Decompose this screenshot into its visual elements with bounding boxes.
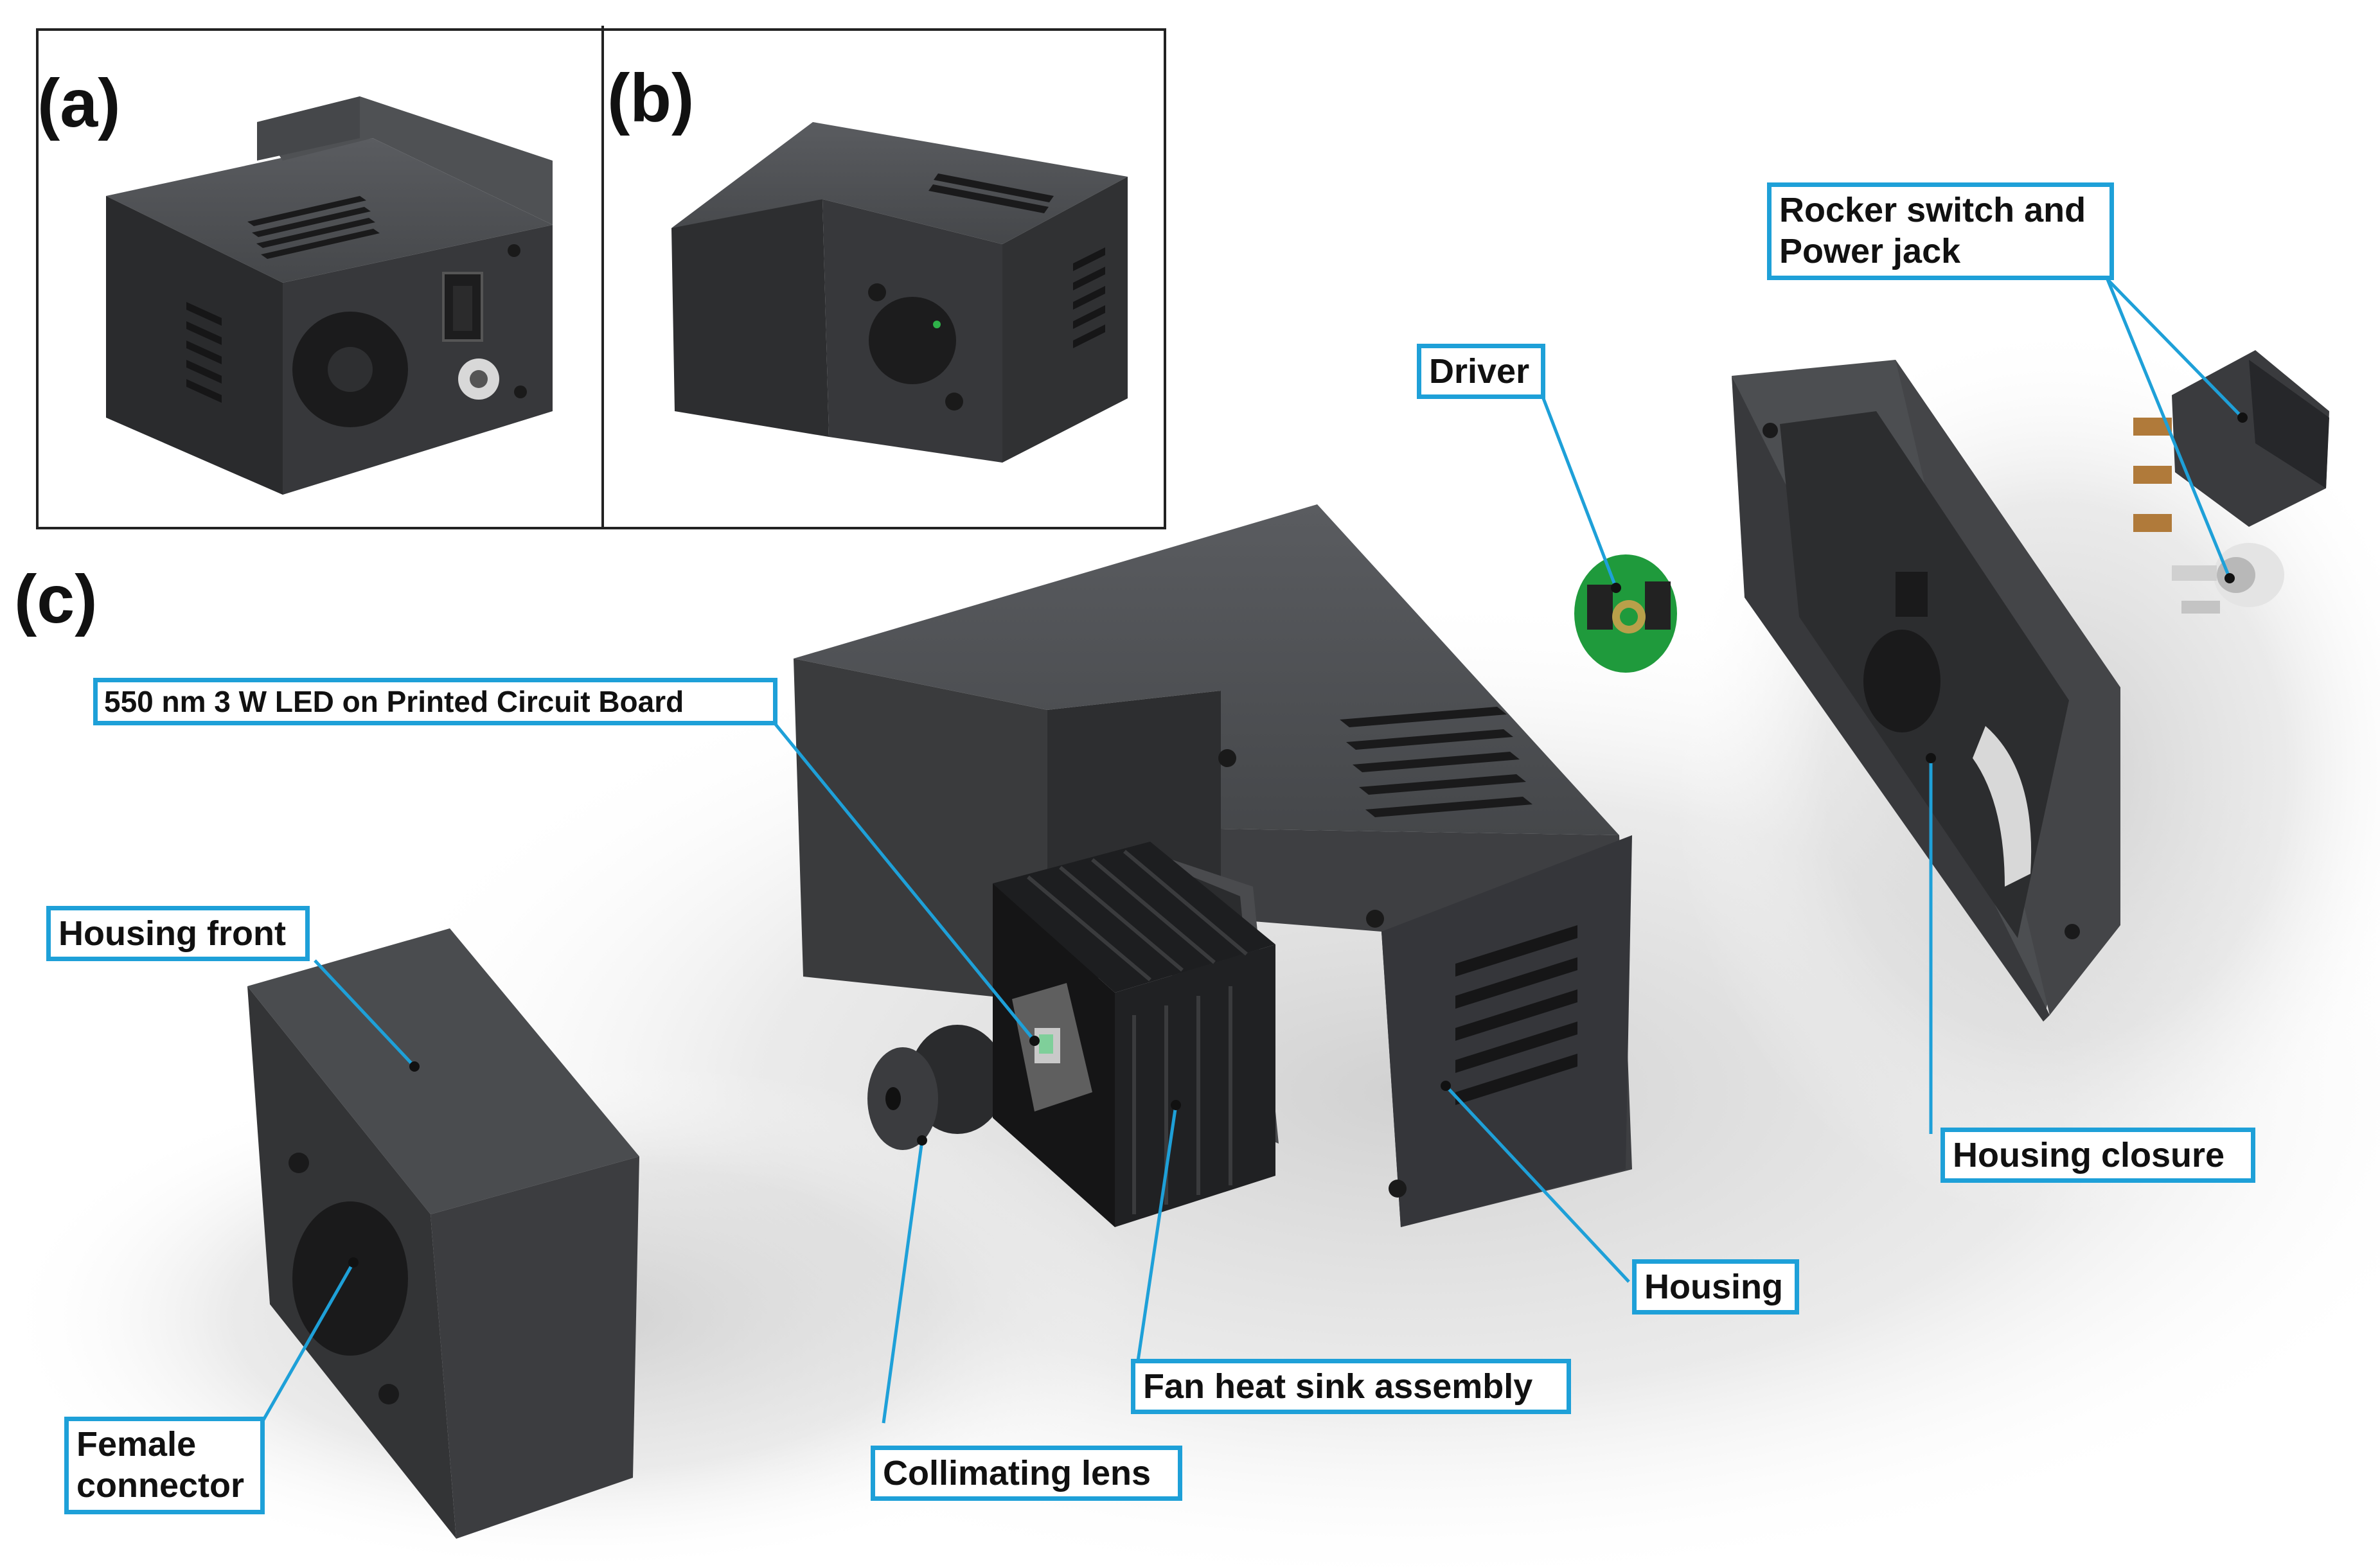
assembled-device-front-view [671,122,1128,463]
panel-label-c: (c) [14,562,98,637]
label-collimating-lens: Collimating lens [871,1446,1182,1501]
rocker-switch-part [2133,350,2329,532]
housing-part [794,504,1632,1227]
label-driver: Driver [1417,344,1545,399]
assembled-device-rear-view [106,96,553,495]
panel-label-a: (a) [37,66,121,141]
label-housing-front: Housing front [46,906,310,961]
housing-closure-part [1732,360,2120,1022]
driver-part [1574,554,1677,673]
leader-lines [262,278,2244,1424]
label-female-connector: Female connector [64,1417,265,1514]
leader-dots [348,412,2248,1268]
label-rocker-switch-power-jack: Rocker switch and Power jack [1767,182,2114,280]
label-fan-heat-sink: Fan heat sink assembly [1131,1359,1571,1414]
panel-label-b: (b) [607,60,695,136]
collimating-lens-part [867,1025,1006,1150]
power-jack-part [2172,543,2284,614]
label-housing-closure: Housing closure [1940,1128,2255,1183]
label-housing: Housing [1632,1259,1799,1315]
fan-heat-sink-part [993,842,1279,1227]
label-led-pcb: 550 nm 3 W LED on Printed Circuit Board [93,678,777,725]
